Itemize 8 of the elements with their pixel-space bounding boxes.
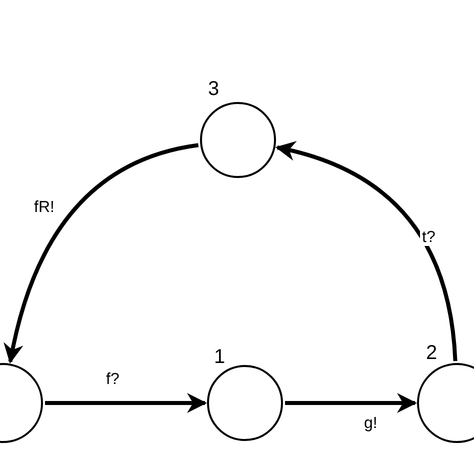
arrow xyxy=(45,393,207,413)
state-label: 1 xyxy=(214,347,226,367)
arrow xyxy=(285,393,417,413)
arrow xyxy=(275,142,458,362)
edge-label: t? xyxy=(420,230,438,246)
state-label: 3 xyxy=(208,79,220,99)
arrow xyxy=(4,143,199,364)
state-label: 2 xyxy=(426,343,438,363)
